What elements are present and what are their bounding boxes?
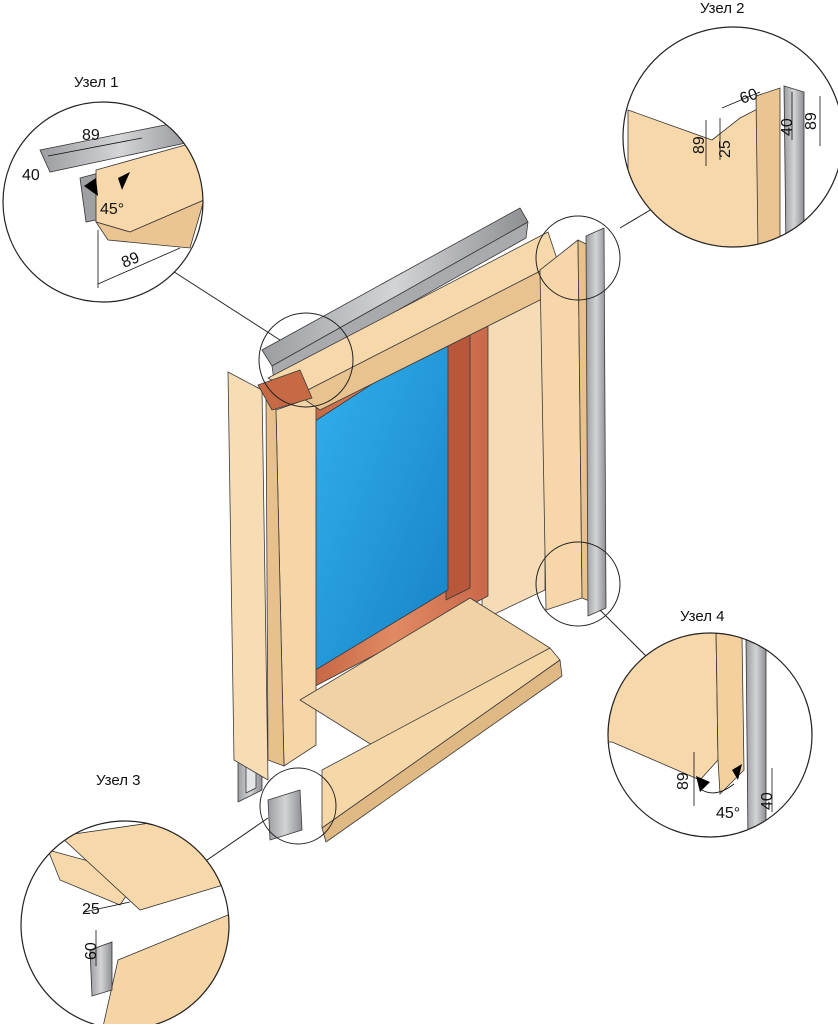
callout-ring-2 [535,215,621,301]
dim-n4-a: 89 [675,772,692,790]
window-assembly [227,207,607,843]
dim-n1-side: 40 [22,167,40,184]
node-3-label: Узел 3 [96,772,141,789]
dim-n4-b: 40 [759,792,776,810]
callout-ring-3 [259,767,337,845]
callout-ring-4 [535,541,621,627]
callout-ring-1 [258,312,354,408]
dim-n3-b: 60 [83,942,100,960]
dim-n1-bottom: 89 [119,249,142,271]
detail-node-2: 60 89 25 40 89 [622,26,838,248]
dim-n1-angle: 45° [100,201,124,218]
dim-n2-e: 89 [803,112,820,130]
corner-block [257,369,313,411]
dim-n2-c: 25 [717,140,734,158]
bottom-j-profile [267,789,303,841]
dim-n2-b: 89 [691,136,708,154]
left-outer-trim [227,371,269,781]
dim-n2-a: 60 [738,86,761,108]
node-1-label: Узел 1 [74,74,119,91]
dim-n2-d: 40 [779,118,796,136]
dim-n3-a: 25 [82,901,100,918]
detail-node-1: 89 40 45° 89 [2,101,204,303]
detail-node-3: 25 60 [20,820,230,1029]
dim-n4-angle: 45° [716,805,740,822]
node-4-label: Узел 4 [680,608,725,625]
node-2-label: Узел 2 [700,0,745,17]
right-j-profile [585,227,607,617]
detail-node-4: 89 45° 40 [607,632,813,838]
dim-n1-top: 89 [82,127,100,144]
wood-reveal [445,313,471,601]
right-casing [539,239,583,611]
